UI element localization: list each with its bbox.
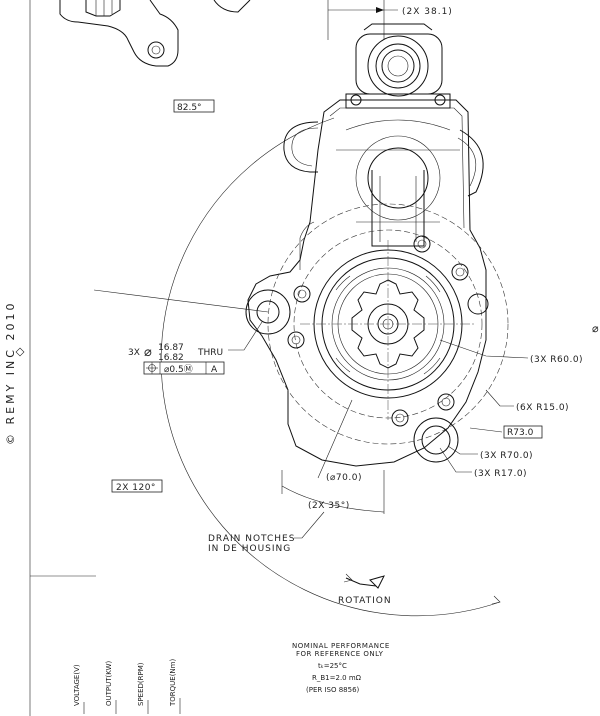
holes-dia-upper: 16.87	[158, 343, 184, 353]
perf-line-4: R_B1=2.0 mΩ	[312, 674, 362, 682]
perf-line-3: tₖ=25°C	[318, 662, 347, 670]
rotation-label: ROTATION	[338, 596, 392, 606]
angle-82-box	[173, 99, 215, 113]
axis-speed: SPEED(RPM)	[137, 662, 145, 706]
top-dimension: (2X 38.1)	[327, 0, 453, 40]
pinion-gear	[300, 240, 476, 420]
copyright-text: © REMY INC 2010	[4, 301, 17, 445]
chart-axis-labels: VOLTAGE(V) OUTPUT(KW) SPEED(RPM) TORQUE(…	[73, 659, 181, 714]
solenoid	[345, 23, 451, 109]
dim-2x-38-1: (2X 38.1)	[402, 7, 453, 17]
dim-r15: (6X R15.0)	[516, 403, 569, 413]
reference-arc	[160, 117, 501, 617]
dim-angle-120: 2X 120°	[116, 483, 156, 493]
angle-82-text: 82.5°	[177, 103, 202, 113]
rotation-arrow-icon	[343, 573, 385, 589]
top-left-bracket-fragment	[59, 0, 251, 67]
pitch-circle-outer	[267, 203, 509, 445]
axis-torque: TORQUE(Nm)	[169, 659, 177, 707]
axis-voltage: VOLTAGE(V)	[73, 664, 81, 706]
drain-line-1: DRAIN NOTCHES	[208, 534, 295, 544]
perf-line-2: FOR REFERENCE ONLY	[296, 650, 384, 658]
leader-angle-ray	[93, 289, 269, 313]
motor-housing	[247, 99, 487, 467]
angle-120-box	[111, 479, 163, 493]
perf-line-1: NOMINAL PERFORMANCE	[292, 642, 390, 650]
drain-line-2: IN DE HOUSING	[208, 544, 291, 554]
holes-dia-lower: 16.82	[158, 353, 184, 363]
copyright-diamond-icon	[15, 347, 25, 357]
diameter-symbol: ⌀	[144, 345, 152, 360]
r73-box	[503, 425, 543, 439]
dim-r17: (3X R17.0)	[474, 469, 527, 479]
fcf-value: ⌀0.5Ⓜ	[164, 364, 193, 375]
holes-prefix: 3X	[128, 348, 140, 358]
feature-control-frame	[143, 361, 225, 375]
performance-notes: NOMINAL PERFORMANCE FOR REFERENCE ONLY t…	[292, 642, 390, 694]
bolt-holes	[287, 235, 469, 427]
drain-notes: DRAIN NOTCHES IN DE HOUSING	[208, 511, 325, 554]
hole-callout: 3X ⌀ 16.87 16.82 THRU ⌀0.5Ⓜ A	[128, 343, 225, 375]
perf-line-5: (PER ISO 8856)	[306, 686, 360, 694]
mounting-bosses	[245, 289, 489, 463]
dim-dia70: (⌀70.0)	[326, 473, 362, 483]
holes-thru: THRU	[197, 348, 223, 358]
dim-r73: R73.0	[507, 428, 534, 438]
axis-output: OUTPUT(KW)	[105, 660, 113, 706]
dim-angle-35: (2X 35°)	[308, 501, 350, 511]
lower-dimensions: (⌀70.0) (2X 35°) 2X 120°	[111, 399, 385, 514]
fcf-datum: A	[211, 365, 218, 375]
radius-callouts: (3X R60.0) (6X R15.0) R73.0 (3X R70.0) (…	[439, 322, 599, 479]
dim-r60: (3X R60.0)	[530, 355, 583, 365]
edge-diameter-symbol: ⌀	[592, 322, 599, 335]
dim-r70: (3X R70.0)	[480, 451, 533, 461]
